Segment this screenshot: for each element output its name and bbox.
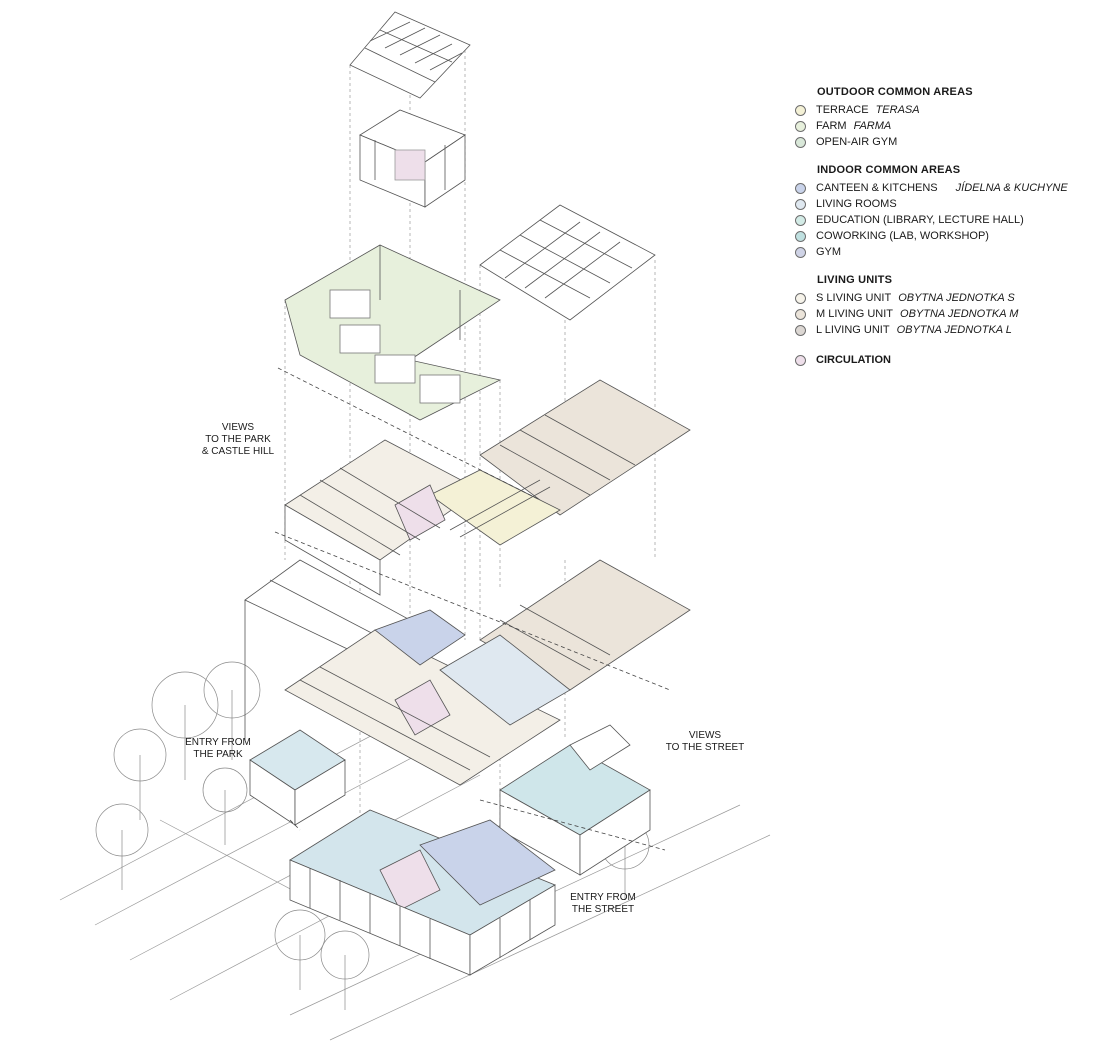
legend-item-canteen: CANTEEN & KITCHENS JÍDELNA & KUCHYNE bbox=[795, 180, 1095, 196]
swatch-canteen bbox=[795, 182, 806, 194]
legend-label: EDUCATION (LIBRARY, LECTURE HALL) bbox=[816, 214, 1024, 226]
legend-item-m-unit: M LIVING UNIT OBYTNA JEDNOTKA M bbox=[795, 306, 1095, 322]
legend-group-circulation: CIRCULATION bbox=[795, 352, 1095, 368]
swatch-gym bbox=[795, 246, 806, 258]
legend-group-title: OUTDOOR COMMON AREAS bbox=[817, 86, 973, 98]
wing-coworking bbox=[499, 724, 651, 876]
swatch-living-rooms bbox=[795, 198, 806, 210]
legend-item-education: EDUCATION (LIBRARY, LECTURE HALL) bbox=[795, 212, 1095, 228]
legend-label: M LIVING UNIT bbox=[816, 308, 894, 320]
legend-group-outdoor: OUTDOOR COMMON AREAS TERRACE TERASA FARM… bbox=[795, 86, 1095, 150]
legend-label: FARM bbox=[816, 120, 847, 132]
swatch-farm bbox=[795, 120, 806, 132]
legend-group-title: LIVING UNITS bbox=[817, 274, 893, 286]
legend-group-living: LIVING UNITS S LIVING UNIT OBYTNA JEDNOT… bbox=[795, 274, 1095, 338]
swatch-circulation bbox=[795, 354, 806, 366]
legend-label: S LIVING UNIT bbox=[816, 292, 892, 304]
swatch-s-unit bbox=[795, 292, 806, 304]
legend-item-open-air-gym: OPEN-AIR GYM bbox=[795, 134, 1095, 150]
swatch-l-unit bbox=[795, 324, 806, 336]
floor-ground bbox=[289, 809, 556, 976]
legend-label: CIRCULATION bbox=[816, 354, 891, 366]
swatch-education bbox=[795, 214, 806, 226]
legend-label-alt: JÍDELNA & KUCHYNE bbox=[955, 182, 1068, 194]
legend-label: L LIVING UNIT bbox=[816, 324, 890, 336]
view-arrows bbox=[274, 367, 671, 851]
legend-group-title: INDOOR COMMON AREAS bbox=[817, 164, 961, 176]
legend-item-terrace: TERRACE TERASA bbox=[795, 102, 1095, 118]
legend-item-living-rooms: LIVING ROOMS bbox=[795, 196, 1095, 212]
roof-solar-panels-right bbox=[479, 204, 656, 321]
legend: OUTDOOR COMMON AREAS TERRACE TERASA FARM… bbox=[795, 86, 1095, 382]
annotation-entry-park: ENTRY FROM THE PARK bbox=[185, 737, 251, 760]
legend-item-gym: GYM bbox=[795, 244, 1095, 260]
legend-label: COWORKING (LAB, WORKSHOP) bbox=[816, 230, 989, 242]
swatch-open-air-gym bbox=[795, 136, 806, 148]
roof-solar-panels-top bbox=[349, 11, 471, 99]
swatch-terrace bbox=[795, 104, 806, 116]
legend-label-alt: OBYTNA JEDNOTKA L bbox=[896, 324, 1012, 336]
legend-label: TERRACE bbox=[816, 104, 869, 116]
legend-label: GYM bbox=[816, 246, 842, 258]
pavilion-park bbox=[249, 729, 346, 826]
floor-farm bbox=[284, 244, 502, 421]
legend-label-alt: OBYTNA JEDNOTKA S bbox=[898, 292, 1015, 304]
floor-upper-living bbox=[284, 379, 691, 596]
legend-item-s-unit: S LIVING UNIT OBYTNA JEDNOTKA S bbox=[795, 290, 1095, 306]
annotation-views-street: VIEWS TO THE STREET bbox=[665, 730, 745, 753]
floor-lower-living bbox=[284, 559, 691, 786]
legend-label-alt: TERASA bbox=[875, 104, 920, 116]
legend-item-l-unit: L LIVING UNIT OBYTNA JEDNOTKA L bbox=[795, 322, 1095, 338]
legend-label: OPEN-AIR GYM bbox=[816, 136, 898, 148]
legend-item-farm: FARM FARMA bbox=[795, 118, 1095, 134]
swatch-m-unit bbox=[795, 308, 806, 320]
legend-label-alt: OBYTNA JEDNOTKA M bbox=[900, 308, 1019, 320]
annotation-entry-street: ENTRY FROM THE STREET bbox=[570, 892, 636, 915]
legend-label: CANTEEN & KITCHENS bbox=[816, 182, 938, 194]
legend-item-circulation: CIRCULATION bbox=[795, 352, 1095, 368]
annotation-views-park: VIEWS TO THE PARK & CASTLE HILL bbox=[201, 422, 275, 457]
legend-label-alt: FARMA bbox=[853, 120, 892, 132]
floor-top-stair-core bbox=[359, 109, 466, 208]
legend-label: LIVING ROOMS bbox=[816, 198, 897, 210]
legend-group-indoor: INDOOR COMMON AREAS CANTEEN & KITCHENS J… bbox=[795, 164, 1095, 260]
swatch-coworking bbox=[795, 230, 806, 242]
legend-item-coworking: COWORKING (LAB, WORKSHOP) bbox=[795, 228, 1095, 244]
tree-icons bbox=[95, 661, 650, 1010]
